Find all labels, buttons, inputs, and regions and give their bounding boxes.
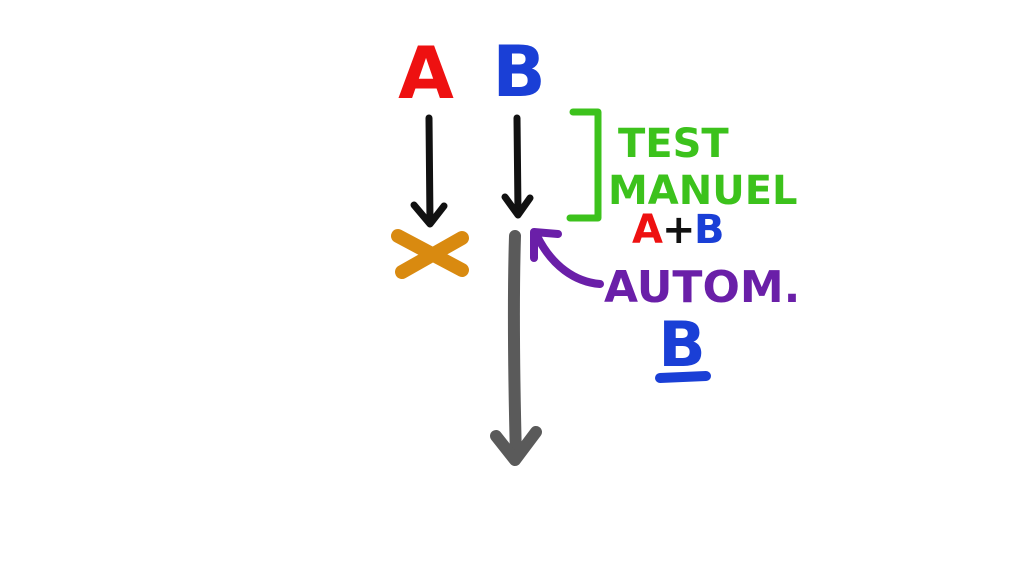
test-label-line2: MANUEL xyxy=(608,168,798,214)
arrow-b xyxy=(501,114,534,219)
test-b-label: B xyxy=(694,207,725,253)
autom-label: AUTOM. xyxy=(604,262,800,313)
x-mark-icon xyxy=(391,229,469,279)
test-label-line1: TEST xyxy=(618,121,729,167)
test-a-label: A xyxy=(632,207,663,253)
autom-arrow xyxy=(530,228,604,288)
arrow-a xyxy=(410,114,448,228)
autom-b-underline xyxy=(655,371,711,383)
branch-a-label: A xyxy=(398,31,454,115)
branch-b-label: B xyxy=(492,31,545,113)
bracket-icon xyxy=(566,108,602,222)
autom-b-label: B xyxy=(658,308,705,381)
main-line-arrow xyxy=(490,230,542,466)
test-plus-label: + xyxy=(662,207,696,253)
